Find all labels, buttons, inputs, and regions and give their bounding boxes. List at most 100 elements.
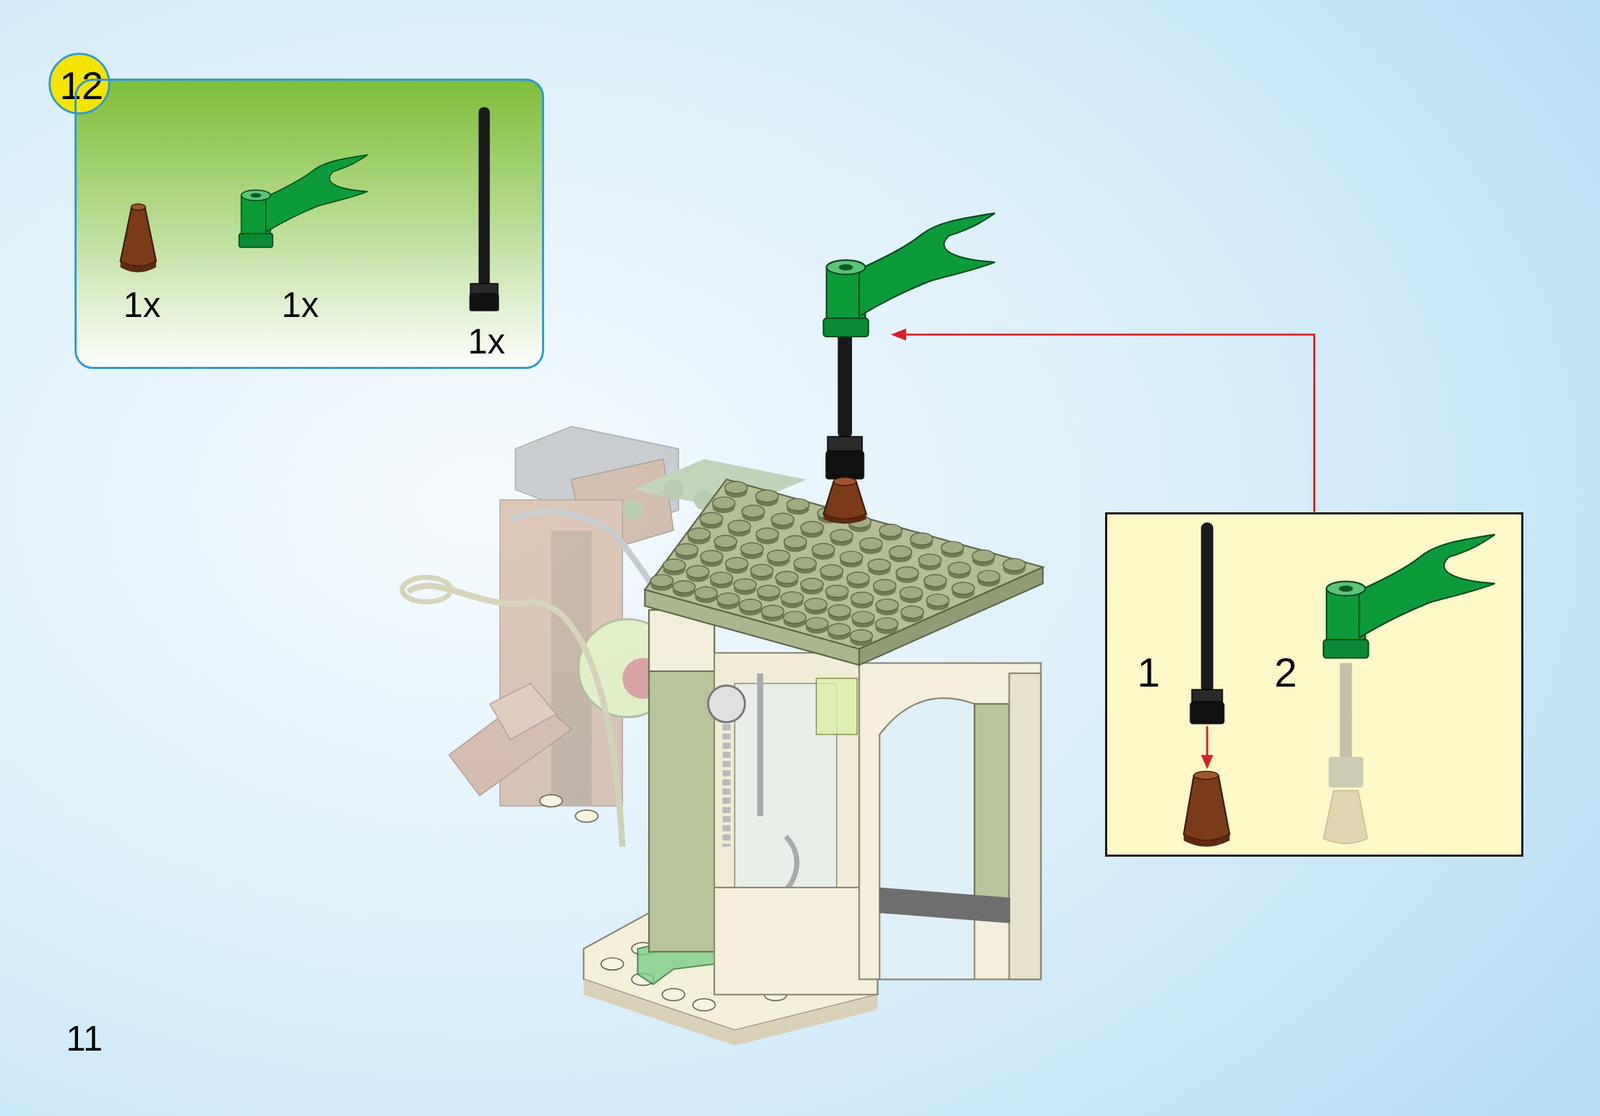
- drawn-g: [977, 570, 1001, 587]
- drawn-ellipse: [781, 591, 804, 604]
- drawn-rect: [1189, 702, 1224, 725]
- drawn-circle: [707, 685, 745, 722]
- callout-cone: [1183, 771, 1230, 847]
- drawn-g: [783, 611, 807, 628]
- drawn-ellipse: [873, 579, 897, 592]
- drawn-ellipse: [847, 572, 870, 585]
- drawn-g: [1003, 558, 1026, 576]
- drawn-ellipse: [775, 571, 798, 584]
- drawn-g: [712, 497, 736, 514]
- drawn-g: [896, 566, 919, 583]
- callout-fill: [1105, 512, 1524, 858]
- drawn-ellipse: [693, 998, 716, 1011]
- drawn-ellipse: [725, 557, 748, 570]
- drawn-ellipse: [539, 795, 563, 808]
- drawn-ellipse: [805, 617, 829, 630]
- drawn-path: [1183, 834, 1230, 847]
- step-number-badge: 12: [48, 52, 111, 115]
- drawn-g: [756, 527, 779, 545]
- drawn-ellipse: [828, 623, 851, 636]
- callout-faded-assembly: [1323, 663, 1368, 845]
- part-quantity: 1x: [123, 287, 161, 323]
- parts-list-panel: 1x 1x 1x: [74, 78, 545, 370]
- drawn-g: [951, 582, 975, 599]
- drawn-g: [901, 605, 924, 623]
- drawn-rect: [1339, 663, 1352, 761]
- drawn-g: [850, 592, 874, 609]
- drawn-ellipse: [700, 512, 723, 525]
- drawn-rect: [859, 663, 1041, 980]
- drawn-g: [781, 591, 804, 609]
- drawn-polygon: [1200, 755, 1213, 770]
- part-quantity: 1x: [281, 287, 320, 323]
- drawn-ellipse: [687, 527, 711, 540]
- drawn-path: [408, 586, 623, 848]
- drawn-ellipse: [800, 521, 824, 534]
- drawn-ellipse: [786, 498, 810, 511]
- sub-step-number: 1: [1137, 652, 1160, 694]
- drawn-ellipse: [700, 550, 723, 563]
- drawn-ellipse: [896, 566, 919, 579]
- drawn-ellipse: [724, 481, 748, 494]
- drawn-ellipse: [941, 541, 964, 554]
- drawn-ellipse: [771, 513, 794, 526]
- drawn-ellipse: [793, 557, 817, 570]
- drawn-g: [847, 572, 870, 589]
- drawn-ellipse: [694, 586, 718, 599]
- drawn-ellipse: [850, 592, 874, 605]
- sub-assembly-callout: 12: [1105, 512, 1524, 857]
- callout-antenna: [1189, 522, 1224, 725]
- drawn-g: [910, 532, 933, 550]
- antenna: [825, 324, 864, 481]
- drawn-ellipse: [756, 527, 779, 540]
- drawn-ellipse: [875, 617, 898, 630]
- drawn-rect: [1191, 689, 1223, 702]
- step-number: 12: [59, 66, 104, 106]
- drawn-polygon: [879, 887, 1011, 924]
- drawn-g: [879, 524, 902, 541]
- antenna-part: [469, 106, 500, 311]
- drawn-g: [972, 550, 995, 567]
- drawn-g: [728, 520, 751, 537]
- drawn-g: [767, 550, 791, 567]
- drawn-ellipse: [714, 535, 737, 548]
- drawn-ellipse: [750, 564, 774, 577]
- drawn-g: [694, 586, 718, 604]
- drawn-g: [873, 579, 897, 596]
- drawn-g: [826, 585, 849, 602]
- sub-step-number: 2: [1274, 652, 1298, 694]
- drawn-path: [120, 261, 157, 273]
- drawn-ellipse: [755, 489, 779, 502]
- drawn-path: [120, 207, 157, 267]
- page-number: 11: [66, 1021, 103, 1057]
- callout-arrow: [1200, 726, 1213, 770]
- drawn-ellipse: [899, 586, 923, 599]
- drawn-g: [941, 541, 964, 558]
- drawn-ellipse: [741, 505, 765, 518]
- drawn-rect: [470, 284, 498, 295]
- drawn-ellipse: [757, 585, 780, 598]
- drawn-ellipse: [575, 810, 599, 823]
- drawn-ellipse: [672, 580, 696, 593]
- drawn-polygon: [890, 328, 907, 341]
- drawn-path: [879, 698, 975, 980]
- part-quantity: 1x: [468, 324, 506, 360]
- drawn-g: [875, 617, 898, 635]
- drawn-ellipse: [811, 543, 835, 556]
- drawn-ellipse: [131, 203, 146, 211]
- drawn-ellipse: [728, 520, 751, 533]
- callout-flag: [1323, 534, 1496, 659]
- drawn-g: [710, 572, 733, 589]
- drawn-g: [755, 489, 779, 507]
- drawn-rect: [827, 436, 862, 451]
- drawn-g: [686, 565, 710, 583]
- drawn-polygon: [489, 684, 557, 741]
- drawn-ellipse: [783, 535, 807, 548]
- drawn-ellipse: [820, 565, 843, 578]
- drawn-use: [823, 213, 995, 337]
- drawn-g: [786, 498, 810, 515]
- drawn-g: [820, 565, 843, 582]
- drawn-ellipse: [1193, 771, 1219, 780]
